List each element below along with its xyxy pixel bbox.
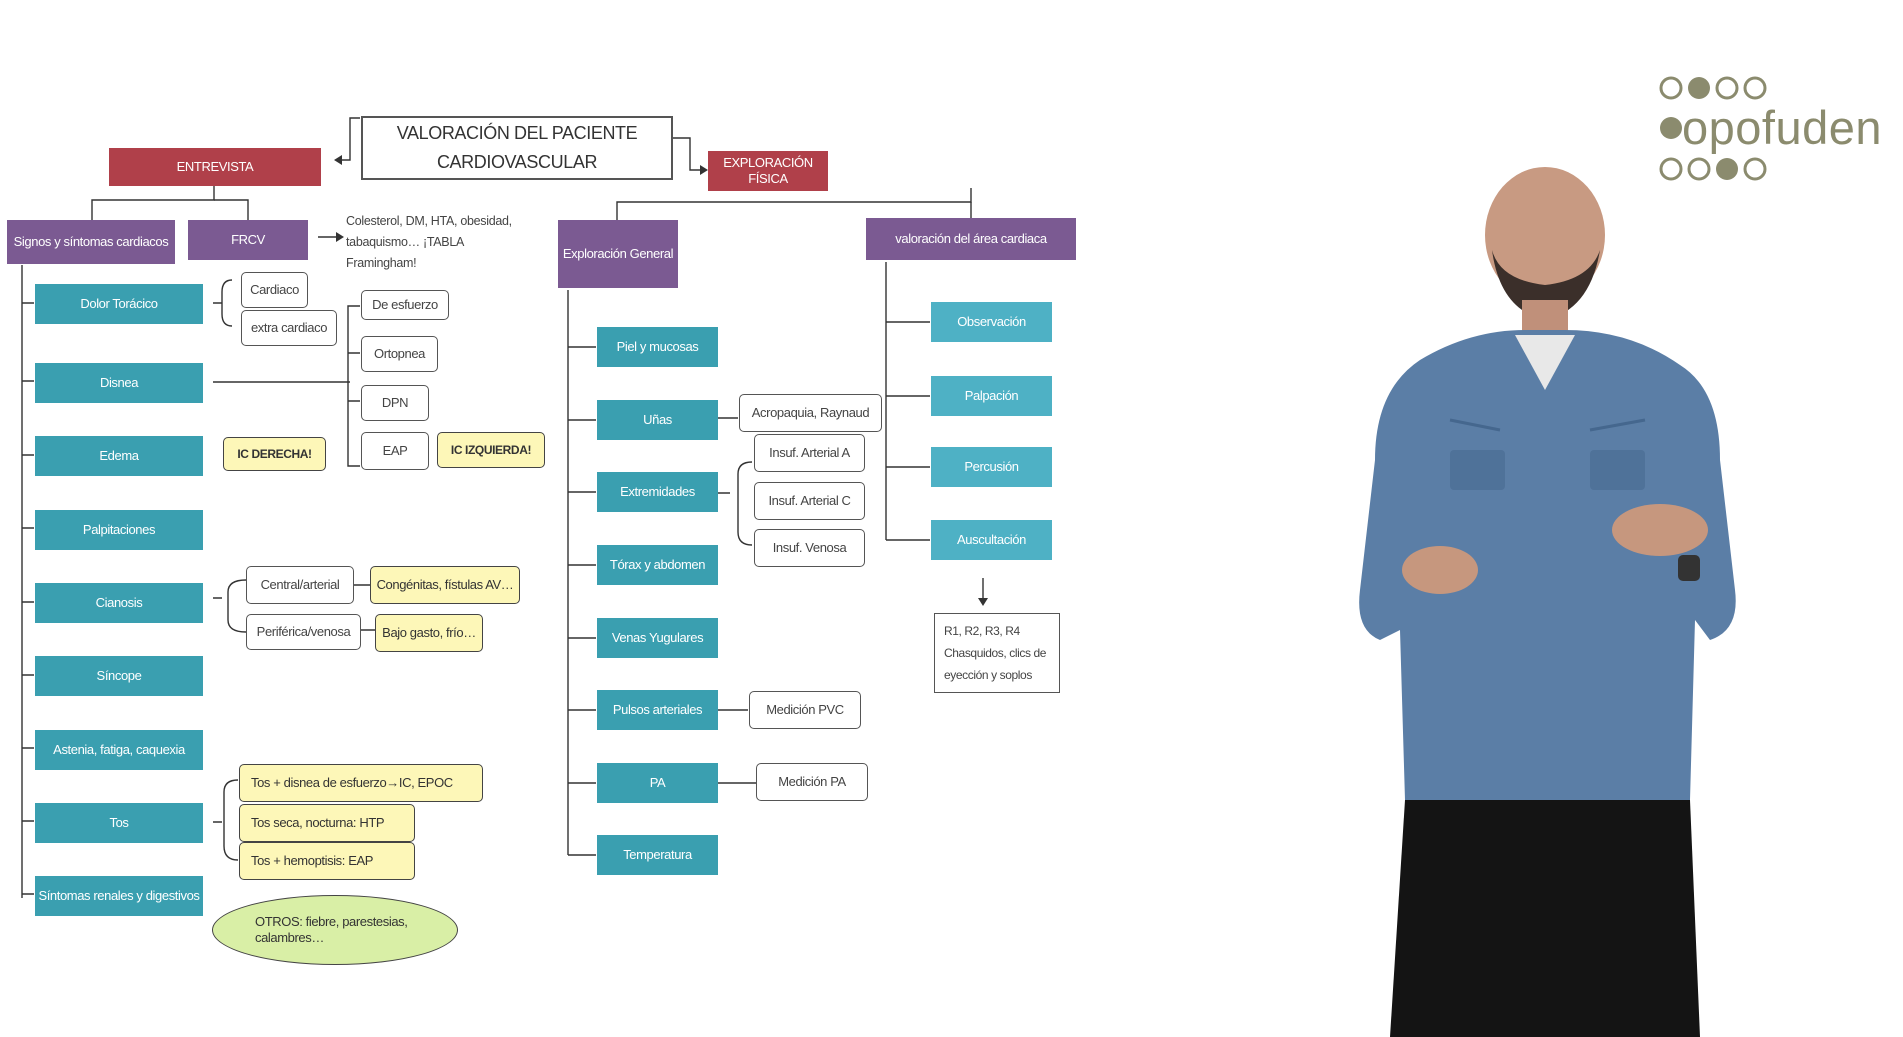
medicion-pvc: Medición PVC	[749, 691, 861, 729]
symptom-dolor: Dolor Torácico	[35, 284, 203, 324]
frcv-note: Colesterol, DM, HTA, obesidad, tabaquism…	[346, 211, 512, 274]
tos-type-3: Tos + hemoptisis: EAP	[239, 842, 415, 880]
area-percusion: Percusión	[931, 447, 1052, 487]
presenter-image	[1359, 167, 1736, 1037]
exploracion-temperatura: Temperatura	[597, 835, 718, 875]
cianosis-central: Central/arterial	[246, 566, 354, 604]
unas-note: Acropaquia, Raynaud	[739, 394, 882, 432]
area-auscultacion: Auscultación	[931, 520, 1052, 560]
frcv-note-line-1: Colesterol, DM, HTA, obesidad,	[346, 214, 512, 228]
exploracion-unas: Uñas	[597, 400, 718, 440]
title-line-2: CARDIOVASCULAR	[436, 152, 598, 172]
auscultacion-note-3: eyección y soplos	[944, 668, 1032, 682]
cianosis-periferica: Periférica/venosa	[246, 614, 361, 650]
insuf-arterial-a: Insuf. Arterial A	[754, 434, 865, 472]
cianosis-periferica-cause: Bajo gasto, frío…	[375, 614, 483, 652]
otros-ellipse: OTROS: fiebre, parestesias, calambres…	[212, 895, 458, 965]
otros-line-2: calambres…	[255, 930, 324, 945]
auscultacion-note: R1, R2, R3, R4 Chasquidos, clics de eyec…	[934, 613, 1060, 693]
auscultacion-note-2: Chasquidos, clics de	[944, 646, 1047, 660]
disnea-esfuerzo: De esfuerzo	[361, 290, 449, 320]
symptom-palpitaciones: Palpitaciones	[35, 510, 203, 550]
symptom-astenia: Astenia, fatiga, caquexia	[35, 730, 203, 770]
exploracion-pulsos: Pulsos arteriales	[597, 690, 718, 730]
tos-type-1: Tos + disnea de esfuerzo→IC, EPOC	[239, 764, 483, 802]
exploracion-extremidades: Extremidades	[597, 472, 718, 512]
dolor-extra-cardiaco: extra cardiaco	[241, 310, 337, 346]
ic-izquierda-note: IC IZQUIERDA!	[437, 432, 545, 468]
symptom-disnea: Disnea	[35, 363, 203, 403]
entrevista-box: ENTREVISTA	[109, 148, 321, 186]
otros-line-1: OTROS: fiebre, parestesias,	[255, 914, 408, 930]
frcv-box: FRCV	[188, 220, 308, 260]
tos-type-2: Tos seca, nocturna: HTP	[239, 804, 415, 842]
frcv-note-line-2: tabaquismo… ¡TABLA	[346, 235, 465, 249]
exploracion-venas: Venas Yugulares	[597, 618, 718, 658]
symptom-sincope: Síncope	[35, 656, 203, 696]
area-palpacion: Palpación	[931, 376, 1052, 416]
frcv-note-line-3: Framingham!	[346, 256, 417, 270]
disnea-eap: EAP	[361, 432, 429, 470]
symptom-cianosis: Cianosis	[35, 583, 203, 623]
symptom-renales: Síntomas renales y digestivos	[35, 876, 203, 916]
logo-dots-icon	[1659, 76, 1767, 181]
dolor-cardiaco: Cardiaco	[241, 272, 308, 308]
cianosis-central-cause: Congénitas, fístulas AV…	[370, 566, 520, 604]
symptom-tos: Tos	[35, 803, 203, 843]
disnea-dpn: DPN	[361, 385, 429, 421]
symptom-edema: Edema	[35, 436, 203, 476]
insuf-arterial-c: Insuf. Arterial C	[754, 482, 865, 520]
title-line-1: VALORACIÓN DEL PACIENTE	[396, 123, 638, 143]
logo-text: opofuden	[1682, 101, 1883, 154]
exploracion-piel: Piel y mucosas	[597, 327, 718, 367]
valoracion-area-box: valoración del área cardiaca	[866, 218, 1076, 260]
area-observacion: Observación	[931, 302, 1052, 342]
ic-derecha-note: IC DERECHA!	[223, 437, 326, 471]
exploracion-fisica-box: EXPLORACIÓN FÍSICA	[708, 151, 828, 191]
exploracion-pa: PA	[597, 763, 718, 803]
insuf-venosa: Insuf. Venosa	[754, 529, 865, 567]
exploracion-general-box: Exploración General	[558, 220, 678, 288]
medicion-pa: Medición PA	[756, 763, 868, 801]
exploracion-torax: Tórax y abdomen	[597, 545, 718, 585]
disnea-ortopnea: Ortopnea	[361, 336, 438, 372]
auscultacion-note-1: R1, R2, R3, R4	[944, 624, 1020, 638]
signos-box: Signos y síntomas cardiacos	[7, 220, 175, 264]
diagram-title: VALORACIÓN DEL PACIENTE CARDIOVASCULAR	[361, 116, 673, 180]
